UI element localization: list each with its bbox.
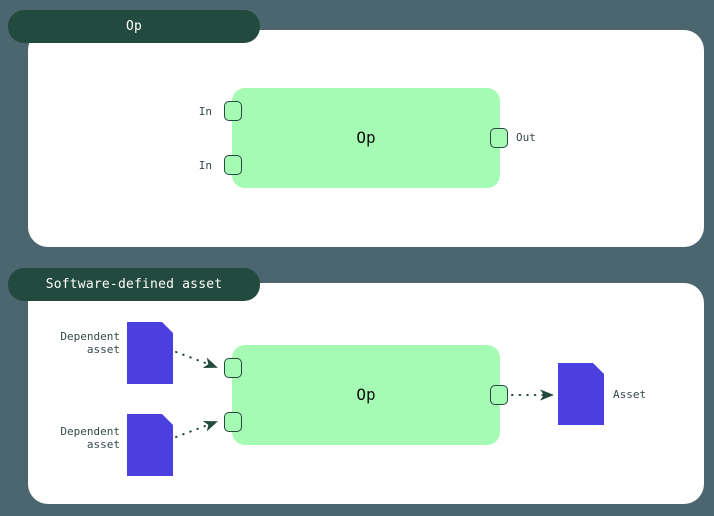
port-out-top[interactable] xyxy=(490,128,508,148)
port-in-1-top[interactable] xyxy=(224,101,242,121)
op-box-bottom[interactable]: Op xyxy=(232,345,500,445)
tab-software-defined-asset[interactable]: Software-defined asset xyxy=(8,268,260,301)
port-in-1-bottom[interactable] xyxy=(224,358,242,378)
label-asset: Asset xyxy=(613,388,647,401)
label-dependent-asset-2: Dependent asset xyxy=(30,425,120,451)
tab-op[interactable]: Op xyxy=(8,10,260,43)
op-box-top[interactable]: Op xyxy=(232,88,500,188)
label-dependent-asset-1: Dependent asset xyxy=(30,330,120,356)
op-box-top-label: Op xyxy=(356,128,376,147)
document-icon-dependent-asset-1[interactable] xyxy=(127,322,173,384)
label-dependent-asset-2-line2: asset xyxy=(86,438,120,451)
port-out-bottom[interactable] xyxy=(490,385,508,405)
label-dependent-asset-1-line1: Dependent xyxy=(60,330,120,343)
label-dependent-asset-2-line1: Dependent xyxy=(60,425,120,438)
op-box-bottom-label: Op xyxy=(356,385,376,404)
port-in-2-top[interactable] xyxy=(224,155,242,175)
label-port-out: Out xyxy=(516,131,536,144)
document-icon-asset[interactable] xyxy=(558,363,604,425)
label-dependent-asset-1-line2: asset xyxy=(86,343,120,356)
label-port-in-2: In xyxy=(198,159,212,172)
port-in-2-bottom[interactable] xyxy=(224,412,242,432)
label-port-in-1: In xyxy=(198,105,212,118)
document-icon-dependent-asset-2[interactable] xyxy=(127,414,173,476)
